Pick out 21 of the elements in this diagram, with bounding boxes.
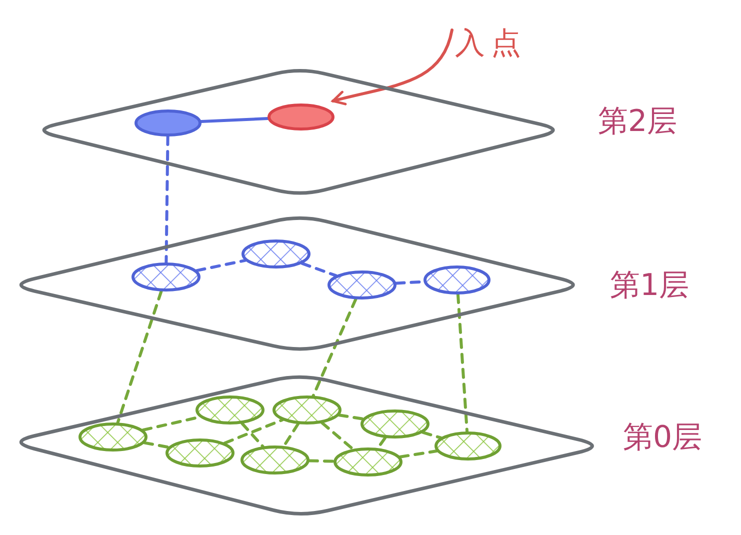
connector: [282, 422, 300, 448]
connector: [300, 262, 338, 278]
connector: [308, 459, 336, 463]
curved-arrow: [332, 28, 454, 106]
connector: [116, 290, 163, 424]
connector: [398, 450, 438, 458]
connector: [422, 430, 442, 440]
connector: [320, 422, 354, 450]
layer-label: 第1层: [610, 268, 690, 304]
connector: [143, 441, 170, 449]
connector: [456, 293, 469, 433]
connector: [195, 258, 247, 272]
connector: [338, 414, 364, 420]
layer-label: 第2层: [598, 104, 678, 140]
layer-label: 第0层: [623, 420, 702, 456]
connector: [200, 117, 270, 123]
connector: [164, 135, 170, 264]
connector: [223, 418, 284, 444]
connector: [240, 422, 264, 448]
entry-label: 入点: [455, 25, 527, 63]
connector: [312, 298, 358, 398]
